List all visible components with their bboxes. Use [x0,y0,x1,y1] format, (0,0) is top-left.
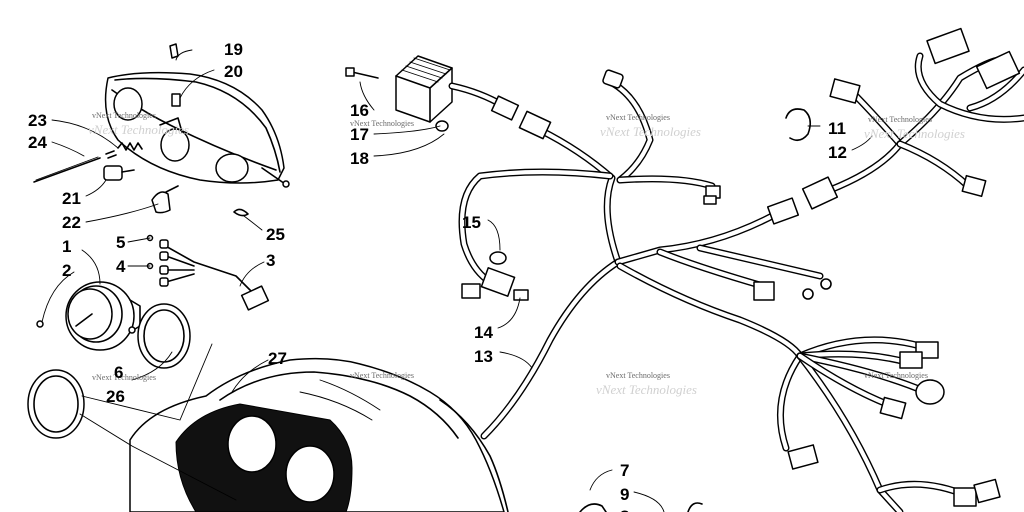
bulb-21 [103,165,135,181]
bezel-26 [27,369,85,439]
callout-25: 25 [266,225,285,244]
callout-9: 9 [620,485,629,504]
callout-5: 5 [116,233,125,252]
watermark: vNext Technologies [92,373,156,382]
voltage-regulator [345,55,453,132]
watermark-shadow: vNext Technologies [864,126,965,141]
watermark-shadow: vNext Technologies [600,124,701,139]
ring-6 [137,303,191,369]
callout-23: 23 [28,111,47,130]
clip-ring-11 [785,108,812,142]
callout-20: 20 [224,62,243,81]
callout-18: 18 [350,149,369,168]
headlight-assembly [104,71,290,188]
callout-2: 2 [62,261,71,280]
clip-19 [169,43,179,59]
callout-1: 1 [62,237,71,256]
harness-connectors [461,69,1001,507]
callout-22: 22 [62,213,81,232]
watermark-shadow: vNext Technologies [88,122,189,137]
bottom-parts [579,502,703,512]
main-wiring-harness [448,80,972,512]
callout-19: 19 [224,40,243,59]
callouts: 19 20 23 24 21 22 25 1 2 5 4 3 6 26 27 1… [28,40,847,512]
callout-14: 14 [474,323,493,342]
callout-24: 24 [28,133,47,152]
leader-lines [41,49,873,512]
gauge-assembly [36,281,141,351]
callout-7: 7 [620,461,629,480]
adjuster-screw [33,142,143,183]
callout-27: 27 [268,349,287,368]
callout-17: 17 [350,125,369,144]
callout-13: 13 [474,347,493,366]
callout-21: 21 [62,189,81,208]
callout-15: 15 [462,213,481,232]
callout-16: 16 [350,101,369,120]
watermark: vNext Technologies [606,371,670,380]
watermark: vNext Technologies [350,119,414,128]
watermarks: vNext Technologies vNext Technologies vN… [88,111,965,397]
watermark: vNext Technologies [868,115,932,124]
watermark: vNext Technologies [606,113,670,122]
watermark: vNext Technologies [92,111,156,120]
clip-25 [233,208,249,217]
callout-26: 26 [106,387,125,406]
secondary-harness [801,27,1024,210]
callout-6: 6 [114,363,123,382]
callout-8: 8 [620,507,629,512]
watermark: vNext Technologies [350,371,414,380]
watermark: vNext Technologies [864,371,928,380]
callout-3: 3 [266,251,275,270]
dash-panel [129,357,509,512]
watermark-shadow: vNext Technologies [596,382,697,397]
callout-12: 12 [828,143,847,162]
bulb-22 [151,185,179,214]
pigtail-harness [146,234,270,311]
callout-4: 4 [116,257,126,276]
callout-11: 11 [828,119,846,138]
